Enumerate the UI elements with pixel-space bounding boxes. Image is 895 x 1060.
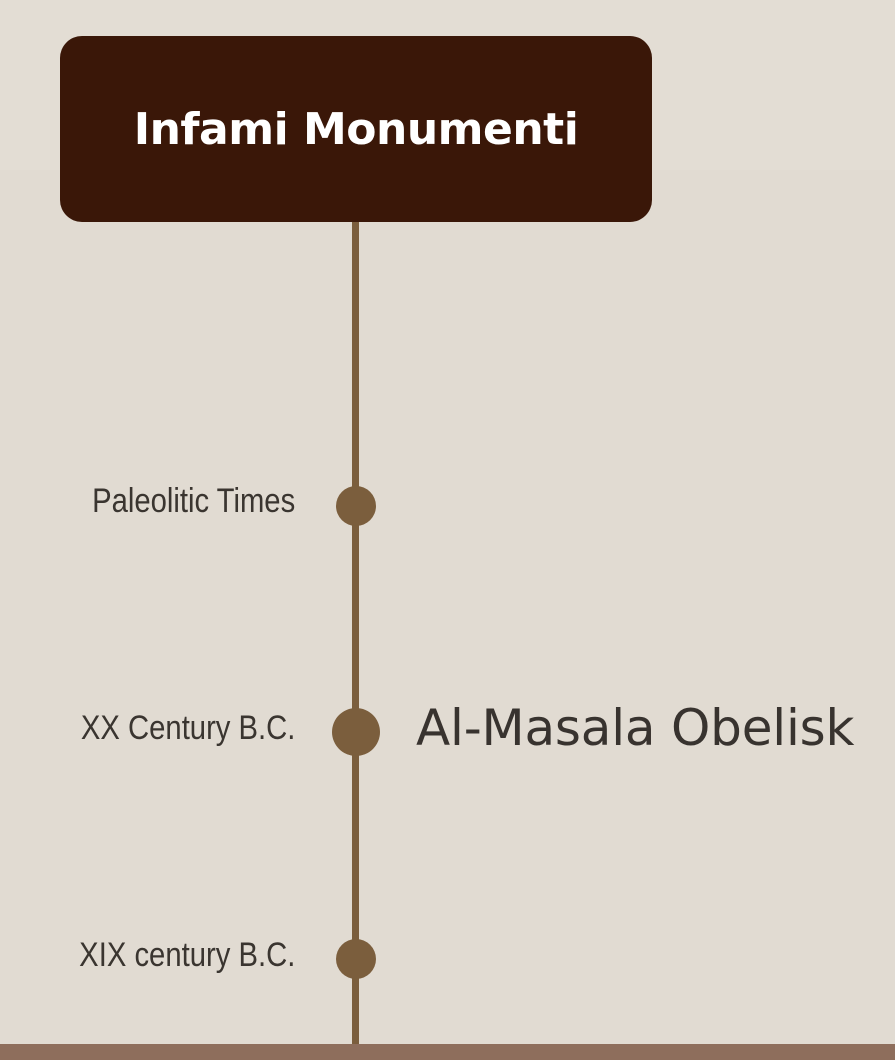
timeline-node: [336, 486, 376, 526]
page-title: Infami Monumenti: [133, 103, 579, 155]
title-card: Infami Monumenti: [60, 36, 652, 222]
timeline-date-label: XX Century B.C.: [80, 709, 295, 747]
timeline-line: [352, 222, 359, 1044]
timeline-date-label: Paleolitic Times: [91, 482, 295, 520]
timeline-date-label: XIX century B.C.: [78, 936, 295, 974]
timeline-node-active: [332, 708, 380, 756]
timeline-node: [336, 939, 376, 979]
timeline-event-label: Al-Masala Obelisk: [416, 699, 855, 757]
bottom-bar: [0, 1044, 895, 1060]
